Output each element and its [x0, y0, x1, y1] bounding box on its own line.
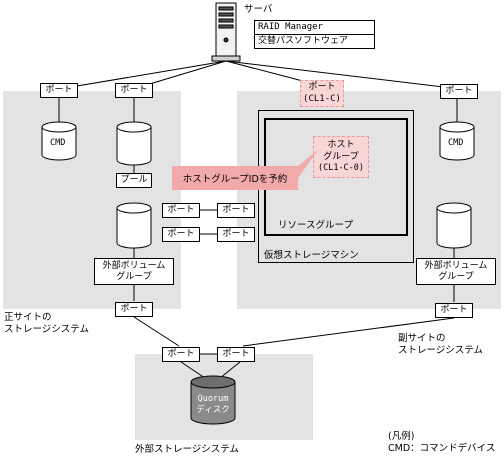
path-software-box: 交替パスソフトウェア	[254, 34, 375, 49]
reserve-host-group-callout: ホストグループIDを予約	[172, 166, 298, 190]
raid-manager-box: RAID Manager	[254, 20, 375, 35]
port-secondary-1: ポート	[440, 84, 478, 99]
raid-manager-label: RAID Manager	[258, 22, 324, 33]
legend: (凡例) CMD：コマンドデバイス	[388, 431, 495, 455]
host-group-id: (CL1-C-0)	[317, 162, 365, 173]
host-group-line2: グループ	[323, 151, 359, 162]
primary-site-label: 正サイトのストレージシステム	[4, 312, 90, 335]
port-secondary-external: ポート	[435, 303, 473, 318]
port-quorum-2: ポート	[217, 347, 255, 362]
legend-cmd: CMD：コマンドデバイス	[388, 443, 496, 454]
virtual-port: ポート (CL1-C)	[300, 80, 344, 107]
host-group: ホスト グループ (CL1-C-0)	[313, 136, 369, 178]
server-label: サーバ	[244, 4, 273, 15]
remote-port-2b: ポート	[217, 227, 255, 242]
remote-port-1a: ポート	[162, 203, 200, 218]
virtual-port-name: ポート	[308, 82, 336, 93]
port-quorum-1: ポート	[162, 347, 200, 362]
cmd-secondary-label: CMD	[448, 138, 464, 148]
pool-label: プール	[120, 175, 148, 186]
virtual-port-id: (CL1-C)	[303, 93, 341, 104]
port-primary-1: ポート	[40, 83, 78, 98]
remote-port-1b: ポート	[217, 203, 255, 218]
external-volume-group-primary: 外部ボリューム グループ	[94, 258, 174, 285]
external-volume-group-secondary: 外部ボリューム グループ	[416, 258, 496, 285]
virtual-storage-machine-label: 仮想ストレージマシン	[264, 250, 359, 261]
port-primary-external: ポート	[115, 302, 153, 317]
cmd-primary-label: CMD	[50, 138, 66, 148]
host-group-line1: ホスト	[327, 140, 355, 151]
secondary-site-label: 副サイトのストレージシステム	[398, 333, 484, 356]
remote-port-2a: ポート	[162, 227, 200, 242]
pool-box: プール	[116, 173, 152, 188]
external-storage-label: 外部ストレージシステム	[135, 444, 240, 455]
resource-group-label: リソースグループ	[278, 220, 353, 231]
port-primary-2: ポート	[115, 83, 153, 98]
path-software-label: 交替パスソフトウェア	[258, 36, 349, 47]
legend-title: (凡例)	[388, 431, 415, 442]
